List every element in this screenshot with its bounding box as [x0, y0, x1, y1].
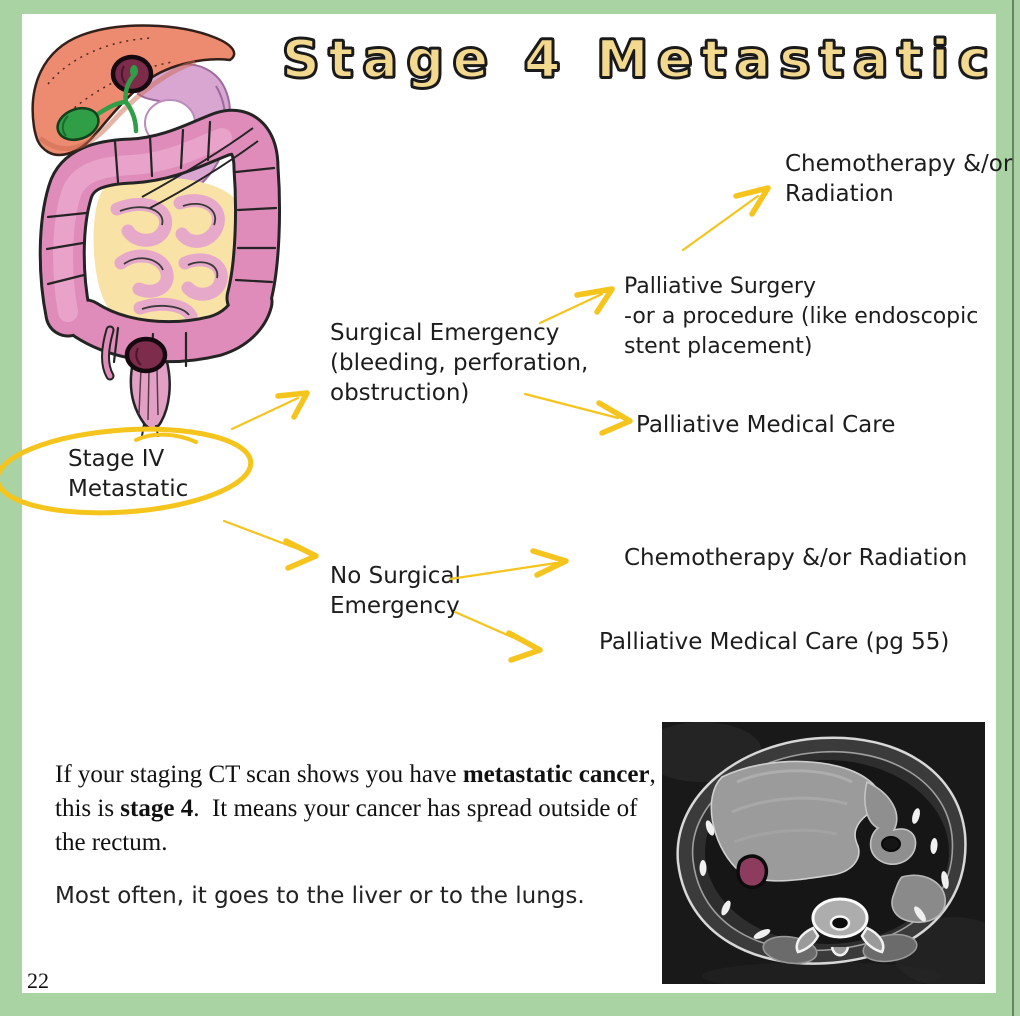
arrow-to-palliative-pg55: [453, 610, 543, 663]
ct-vertebra: [795, 897, 885, 957]
page-edge-line: [1012, 0, 1014, 1016]
page-border-top: [0, 0, 1020, 14]
colon-illustration: [38, 108, 282, 381]
ct-liver: [710, 760, 880, 882]
label-stage-iv-metastatic: Stage IV Metastatic: [68, 446, 189, 502]
page-title: Stage 4 Metastatic: [281, 29, 998, 91]
ct-stomach: [864, 780, 917, 865]
label-palliative-medical-care: Palliative Medical Care: [636, 412, 896, 438]
ct-liver-tumor: [736, 854, 769, 890]
ct-spleen: [891, 874, 946, 923]
page-border-left: [0, 0, 22, 1016]
label-palliative-surgery: Palliative Surgery -or a procedure (like…: [624, 274, 979, 359]
handwritten-note: Most often, it goes to the liver or to t…: [55, 883, 585, 909]
page-border-bottom: [0, 993, 1020, 1016]
page-number: 22: [27, 968, 49, 993]
ct-scan-illustration: [662, 722, 985, 984]
label-palliative-medical-care-pg55: Palliative Medical Care (pg 55): [599, 629, 950, 655]
label-no-surgical-emergency: No Surgical Emergency: [330, 563, 461, 619]
small-intestine-illustration: [93, 177, 247, 324]
bold-stage-4: stage 4: [120, 795, 194, 822]
bold-metastatic-cancer: metastatic cancer: [462, 761, 650, 788]
gallbladder-illustration: [56, 65, 139, 142]
arrow-to-chemo-lower: [448, 548, 569, 581]
body-paragraph: If your staging CT scan shows you have m…: [55, 761, 656, 856]
rectum-tumor-illustration: [124, 336, 171, 437]
page-border-right: [996, 0, 1020, 1016]
label-surgical-emergency: Surgical Emergency (bleeding, perforatio…: [330, 320, 589, 406]
arrow-to-chemo-upper: [681, 185, 771, 252]
arrow-to-no-surgical: [222, 519, 319, 571]
label-chemo-radiation-upper: Chemotherapy &/or Radiation: [785, 151, 1013, 207]
digestive-tract-illustration: [31, 24, 282, 437]
ct-ribs: [699, 808, 949, 939]
label-chemo-radiation-lower: Chemotherapy &/or Radiation: [624, 545, 968, 571]
